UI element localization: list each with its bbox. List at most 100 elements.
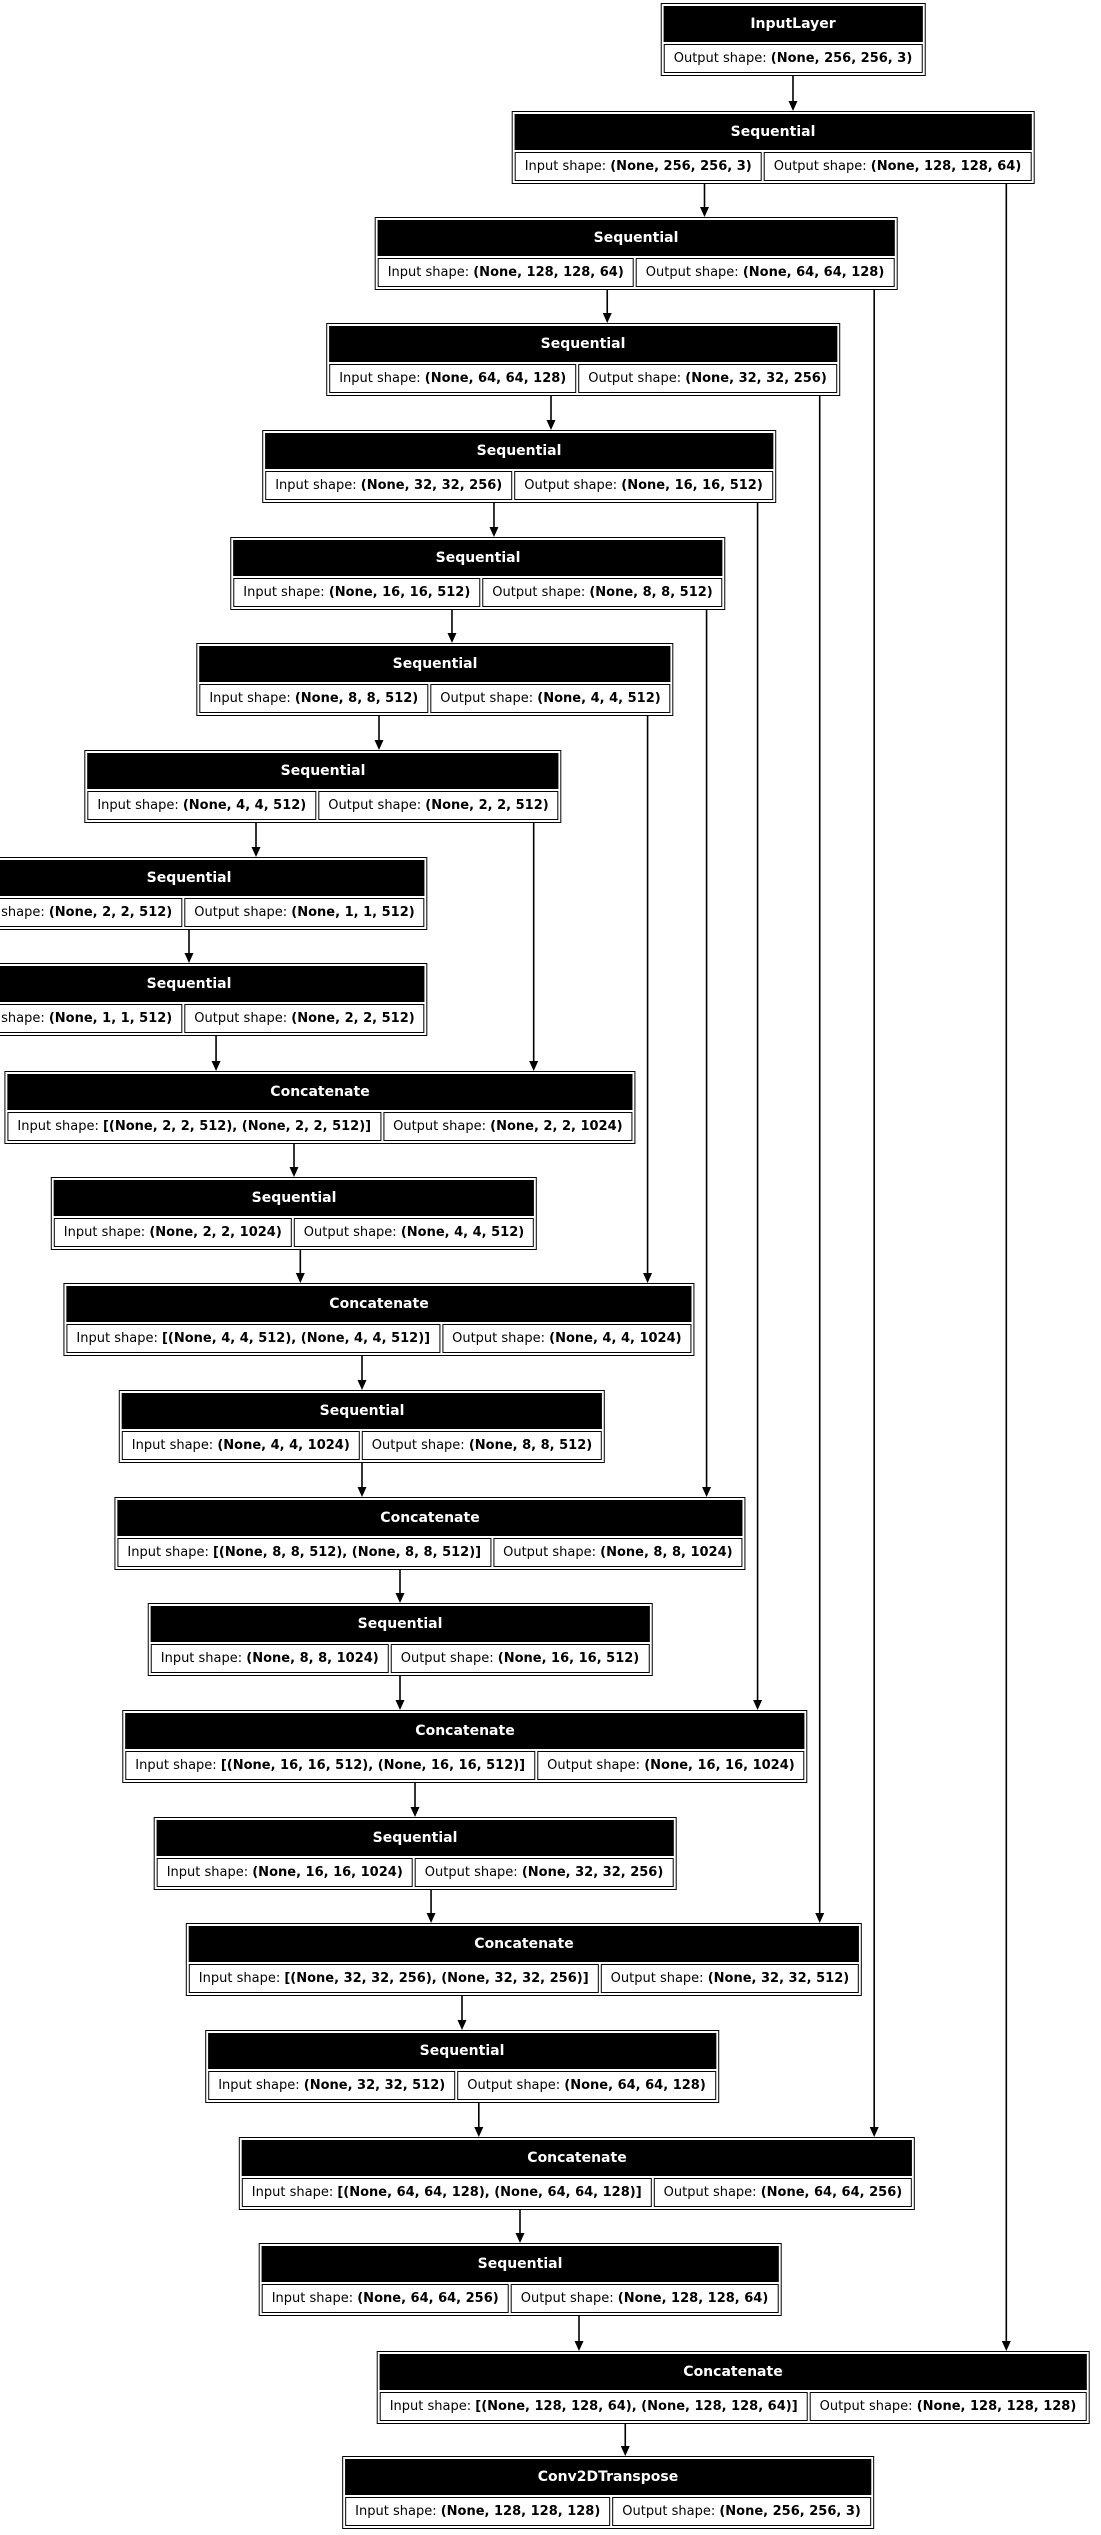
output-shape-label: Output shape: bbox=[440, 691, 534, 706]
output-shape-label: Output shape: bbox=[520, 2291, 614, 2306]
layer-shape-cells: Input shape: (None, 8, 8, 1024) Output s… bbox=[150, 1644, 650, 1673]
output-shape-value: (None, 128, 128, 128) bbox=[916, 2399, 1077, 2414]
input-shape-label: Input shape: bbox=[389, 2399, 472, 2414]
output-shape-value: (None, 256, 256, 3) bbox=[770, 51, 913, 66]
input-shape-value: (None, 16, 16, 1024) bbox=[252, 1865, 403, 1880]
layer-output-shape-cell: Output shape: (None, 4, 4, 1024) bbox=[442, 1324, 692, 1353]
input-shape-value: (None, 8, 8, 512) bbox=[294, 691, 419, 706]
layer-output-shape-cell: Output shape: (None, 1, 1, 512) bbox=[184, 898, 425, 927]
output-shape-value: (None, 2, 2, 512) bbox=[291, 1011, 415, 1026]
input-shape-label: Input shape: bbox=[97, 798, 179, 813]
layer-shape-cells: Input shape: (None, 8, 8, 512) Output sh… bbox=[199, 684, 671, 713]
layer-input-shape-cell: Input shape: [(None, 8, 8, 512), (None, … bbox=[117, 1538, 492, 1567]
input-shape-value: (None, 128, 128, 64) bbox=[473, 265, 624, 280]
input-shape-label: Input shape: bbox=[63, 1225, 146, 1240]
layer-shape-cells: Input shape: (None, 1, 1, 512) Output sh… bbox=[0, 1004, 425, 1033]
input-shape-label: Input shape: bbox=[76, 1331, 158, 1346]
layer-output-shape-cell: Output shape: (None, 16, 16, 512) bbox=[390, 1644, 650, 1673]
output-shape-label: Output shape: bbox=[393, 1119, 486, 1134]
layer-type-title: Conv2DTranspose bbox=[345, 2459, 871, 2495]
layer-type-title: Sequential bbox=[265, 433, 773, 469]
layer-node-sequential: Sequential Input shape: (None, 256, 256,… bbox=[511, 111, 1035, 184]
layer-output-shape-cell: Output shape: (None, 4, 4, 512) bbox=[430, 684, 671, 713]
output-shape-value: (None, 8, 8, 1024) bbox=[600, 1545, 733, 1560]
layer-output-shape-cell: Output shape: (None, 2, 2, 512) bbox=[318, 791, 559, 820]
layer-output-shape-cell: Output shape: (None, 32, 32, 512) bbox=[600, 1964, 860, 1993]
layer-node-inputlayer: InputLayer Output shape: (None, 256, 256… bbox=[660, 3, 926, 76]
output-shape-value: (None, 8, 8, 512) bbox=[468, 1438, 593, 1453]
layer-output-shape-cell: Output shape: (None, 128, 128, 64) bbox=[763, 152, 1032, 181]
layer-node-concatenate: Concatenate Input shape: [(None, 16, 16,… bbox=[122, 1710, 808, 1783]
output-shape-label: Output shape: bbox=[452, 1331, 545, 1346]
output-shape-value: (None, 32, 32, 512) bbox=[707, 1971, 850, 1986]
output-shape-value: (None, 4, 4, 1024) bbox=[549, 1331, 682, 1346]
layer-input-shape-cell: Input shape: [(None, 4, 4, 512), (None, … bbox=[66, 1324, 441, 1353]
layer-node-sequential: Sequential Input shape: (None, 16, 16, 5… bbox=[230, 537, 726, 610]
input-shape-label: Input shape: bbox=[275, 478, 357, 493]
layer-output-shape-cell: Output shape: (None, 32, 32, 256) bbox=[578, 364, 837, 393]
layer-shape-cells: Input shape: (None, 128, 128, 128) Outpu… bbox=[345, 2497, 871, 2526]
layer-output-shape-cell: Output shape: (None, 128, 128, 64) bbox=[510, 2284, 779, 2313]
layer-shape-cells: Input shape: [(None, 2, 2, 512), (None, … bbox=[7, 1112, 633, 1141]
output-shape-label: Output shape: bbox=[492, 585, 586, 600]
layer-type-title: Sequential bbox=[208, 2033, 716, 2069]
layer-output-shape-cell: Output shape: (None, 8, 8, 512) bbox=[361, 1431, 603, 1460]
layer-node-concatenate: Concatenate Input shape: [(None, 2, 2, 5… bbox=[4, 1071, 636, 1144]
layer-output-shape-cell: Output shape: (None, 64, 64, 128) bbox=[457, 2071, 716, 2100]
output-shape-value: (None, 16, 16, 1024) bbox=[644, 1758, 795, 1773]
layer-type-title: Concatenate bbox=[7, 1074, 633, 1110]
layer-input-shape-cell: Input shape: (None, 32, 32, 512) bbox=[208, 2071, 456, 2100]
layer-type-title: Sequential bbox=[150, 1606, 650, 1642]
layer-input-shape-cell: Input shape: (None, 128, 128, 128) bbox=[345, 2497, 611, 2526]
layer-node-sequential: Sequential Input shape: (None, 64, 64, 2… bbox=[258, 2243, 782, 2316]
layer-input-shape-cell: Input shape: (None, 16, 16, 1024) bbox=[156, 1858, 413, 1887]
layer-type-title: Sequential bbox=[156, 1820, 674, 1856]
input-shape-value: (None, 16, 16, 512) bbox=[328, 585, 471, 600]
layer-input-shape-cell: Input shape: [(None, 64, 64, 128), (None… bbox=[241, 2178, 652, 2207]
layer-type-title: Concatenate bbox=[188, 1926, 860, 1962]
layer-input-shape-cell: Input shape: (None, 16, 16, 512) bbox=[233, 578, 481, 607]
layer-input-shape-cell: Input shape: (None, 128, 128, 64) bbox=[377, 258, 634, 287]
layer-type-title: Sequential bbox=[514, 114, 1032, 150]
layer-type-title: Sequential bbox=[87, 753, 559, 789]
layer-type-title: Sequential bbox=[377, 220, 895, 256]
output-shape-value: (None, 2, 2, 1024) bbox=[490, 1119, 623, 1134]
output-shape-value: (None, 256, 256, 3) bbox=[719, 2504, 861, 2519]
layer-input-shape-cell: Input shape: (None, 8, 8, 512) bbox=[199, 684, 429, 713]
output-shape-value: (None, 2, 2, 512) bbox=[425, 798, 549, 813]
layer-input-shape-cell: Input shape: (None, 2, 2, 512) bbox=[0, 898, 183, 927]
layer-node-sequential: Sequential Input shape: (None, 16, 16, 1… bbox=[153, 1817, 677, 1890]
layer-type-title: Concatenate bbox=[66, 1286, 692, 1322]
layer-shape-cells: Input shape: (None, 64, 64, 256) Output … bbox=[261, 2284, 779, 2313]
layer-shape-cells: Input shape: [(None, 16, 16, 512), (None… bbox=[125, 1751, 805, 1780]
layer-node-sequential: Sequential Input shape: (None, 32, 32, 2… bbox=[262, 430, 776, 503]
layer-shape-cells: Input shape: (None, 2, 2, 512) Output sh… bbox=[0, 898, 425, 927]
output-shape-value: (None, 128, 128, 64) bbox=[870, 159, 1022, 174]
input-shape-label: Input shape: bbox=[243, 585, 325, 600]
input-shape-value: [(None, 4, 4, 512), (None, 4, 4, 512)] bbox=[161, 1331, 431, 1346]
input-shape-value: [(None, 32, 32, 256), (None, 32, 32, 256… bbox=[284, 1971, 589, 1986]
layer-type-title: Sequential bbox=[233, 540, 723, 576]
output-shape-label: Output shape: bbox=[467, 2078, 561, 2093]
output-shape-label: Output shape: bbox=[663, 2185, 757, 2200]
input-shape-value: (None, 1, 1, 512) bbox=[48, 1011, 173, 1026]
input-shape-label: Input shape: bbox=[0, 905, 45, 920]
layer-node-sequential: Sequential Input shape: (None, 8, 8, 102… bbox=[147, 1603, 653, 1676]
layer-output-shape-cell: Output shape: (None, 16, 16, 512) bbox=[514, 471, 773, 500]
layer-shape-cells: Input shape: [(None, 8, 8, 512), (None, … bbox=[117, 1538, 743, 1567]
layer-input-shape-cell: Input shape: [(None, 128, 128, 64), (Non… bbox=[379, 2392, 808, 2421]
layer-input-shape-cell: Input shape: (None, 32, 32, 256) bbox=[265, 471, 513, 500]
layer-output-shape-cell: Output shape: (None, 8, 8, 1024) bbox=[493, 1538, 743, 1567]
layer-shape-cells: Input shape: [(None, 4, 4, 512), (None, … bbox=[66, 1324, 692, 1353]
output-shape-value: (None, 16, 16, 512) bbox=[497, 1651, 640, 1666]
input-shape-label: Input shape: bbox=[339, 371, 421, 386]
input-shape-value: (None, 4, 4, 1024) bbox=[217, 1438, 350, 1453]
layer-input-shape-cell: Input shape: [(None, 32, 32, 256), (None… bbox=[188, 1964, 599, 1993]
input-shape-label: Input shape: bbox=[127, 1545, 209, 1560]
input-shape-label: Input shape: bbox=[251, 2185, 334, 2200]
input-shape-label: Input shape: bbox=[131, 1438, 214, 1453]
layer-type-title: Concatenate bbox=[241, 2140, 913, 2176]
layer-shape-cells: Input shape: [(None, 32, 32, 256), (None… bbox=[188, 1964, 860, 1993]
input-shape-label: Input shape: bbox=[209, 691, 291, 706]
